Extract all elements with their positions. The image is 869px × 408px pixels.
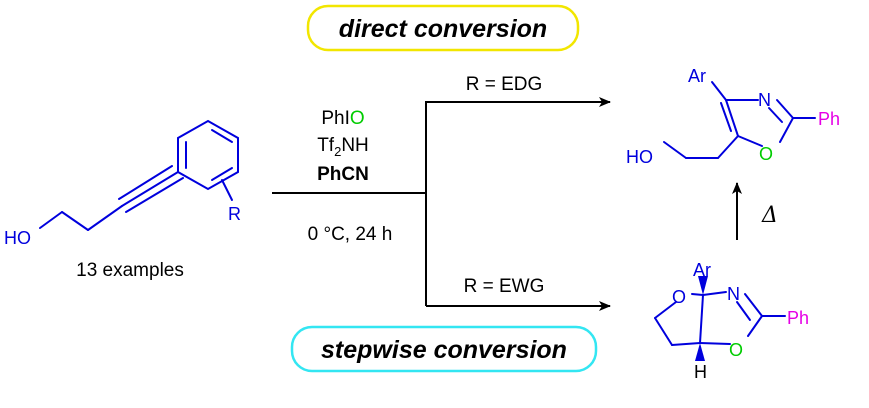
- wedge-bond-h: [695, 343, 705, 361]
- reagent-phio: PhIO: [321, 108, 364, 129]
- reagent-tf2nh: Tf2NH: [317, 135, 369, 159]
- top-ph-label: Ph: [818, 109, 840, 129]
- sm-hydroxyl-label: HO: [4, 228, 31, 248]
- reaction-conditions: 0 °C, 24 h: [308, 224, 393, 245]
- wedge-bond-ar: [698, 276, 708, 295]
- heat-delta-label: Δ: [761, 203, 778, 228]
- bottom-o-ring-label: O: [729, 340, 743, 360]
- bottom-o-thf-label: O: [672, 287, 686, 307]
- examples-caption: 13 examples: [76, 260, 184, 281]
- reagent-phcn: PhCN: [317, 164, 369, 185]
- top-ho-label: HO: [626, 147, 653, 167]
- reaction-arrows: [272, 97, 742, 311]
- branch-upper-label: R = EDG: [466, 74, 543, 95]
- product-bicyclic: [654, 291, 786, 346]
- bottom-h-label: H: [694, 362, 707, 382]
- pill-stepwise-label: stepwise conversion: [321, 336, 567, 364]
- pill-direct-conversion: direct conversion: [306, 4, 580, 52]
- bottom-n-label: N: [727, 284, 740, 304]
- bottom-ph-label: Ph: [787, 308, 809, 328]
- pill-direct-label: direct conversion: [339, 15, 547, 43]
- sm-r-label: R: [228, 204, 241, 224]
- top-n-label: N: [758, 90, 771, 110]
- pill-stepwise-conversion: stepwise conversion: [290, 325, 598, 373]
- benzene-ring: [177, 119, 239, 191]
- branch-lower-label: R = EWG: [464, 276, 545, 297]
- bottom-ar-label: Ar: [693, 260, 711, 280]
- top-ar-label: Ar: [688, 66, 706, 86]
- top-o-label: O: [759, 144, 773, 164]
- starting-material: [39, 119, 239, 231]
- product-oxazole: [663, 81, 816, 159]
